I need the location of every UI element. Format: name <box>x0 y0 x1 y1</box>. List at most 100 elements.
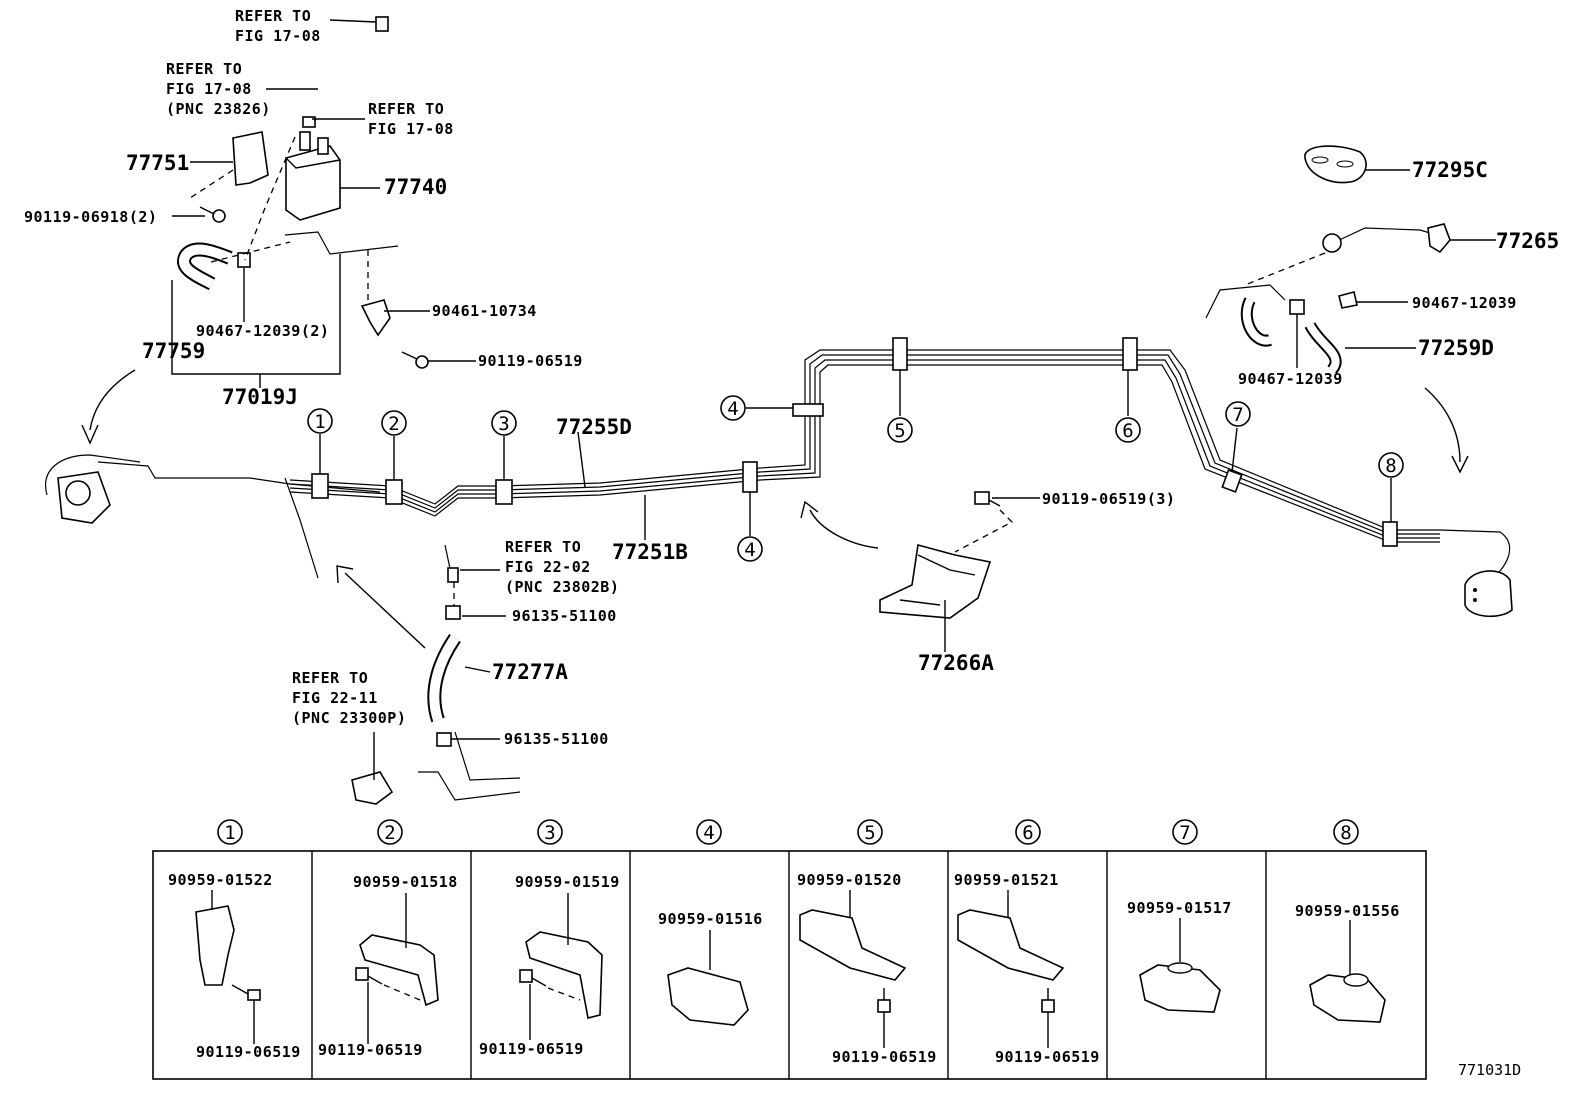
legend-7-top: 90959-01517 <box>1127 899 1232 917</box>
svg-text:4: 4 <box>703 822 714 844</box>
clamp-4-icon <box>667 967 749 1026</box>
top-right-group <box>1205 145 1496 374</box>
svg-text:8: 8 <box>1385 455 1396 477</box>
ref5-line3: (PNC 23300P) <box>292 709 406 727</box>
bolt-icon-3 <box>519 969 547 987</box>
ref4-line1: REFER TO <box>505 538 581 556</box>
ref2-line3: (PNC 23826) <box>166 100 271 118</box>
marker-7: 7 <box>1225 401 1251 427</box>
legend-4-top: 90959-01516 <box>658 910 763 928</box>
svg-text:6: 6 <box>1122 420 1133 442</box>
marker-3: 3 <box>491 410 517 436</box>
svg-text:3: 3 <box>498 413 509 435</box>
part-77295c: 77295C <box>1412 158 1488 182</box>
ref3-line2: FIG 17-08 <box>368 120 454 138</box>
svg-text:8: 8 <box>1340 822 1351 844</box>
svg-text:2: 2 <box>384 822 395 844</box>
reference-labels: REFER TO FIG 17-08 REFER TO FIG 17-08 (P… <box>166 7 619 727</box>
marker-5: 5 <box>887 417 913 443</box>
legend-header-5: 5 <box>857 819 883 845</box>
clamp-2-icon <box>359 934 439 1007</box>
part-90467-12039-a: 90467-12039 <box>1412 294 1517 312</box>
legend-header-2: 2 <box>377 819 403 845</box>
part-77759: 77759 <box>142 339 205 363</box>
valve-77265-icon <box>1427 223 1451 254</box>
clip-90467-icon <box>237 252 251 268</box>
canister-77740-icon <box>285 116 341 221</box>
svg-text:1: 1 <box>224 822 235 844</box>
svg-text:4: 4 <box>744 539 755 561</box>
fuel-tank-connector-icon <box>1464 570 1513 618</box>
clamp-5-icon <box>799 909 907 981</box>
clamp-7-icon <box>1139 964 1221 1013</box>
legend-8-top: 90959-01556 <box>1295 902 1400 920</box>
part-77266a: 77266A <box>918 651 994 675</box>
marker-6: 6 <box>1115 417 1141 443</box>
connector-icon <box>447 567 459 583</box>
legend-3-top: 90959-01519 <box>515 873 620 891</box>
clamp-legend-table: 1 2 3 4 5 6 7 8 90959-01522 90119-06519 … <box>152 819 1427 1080</box>
svg-text:5: 5 <box>864 822 875 844</box>
marker-1: 1 <box>307 408 333 434</box>
legend-header-7: 7 <box>1172 819 1198 845</box>
pipe-bundle <box>289 349 1440 543</box>
part-77255d: 77255D <box>556 415 632 439</box>
legend-2-top: 90959-01518 <box>353 873 458 891</box>
ref5-line2: FIG 22-11 <box>292 689 378 707</box>
part-77019j: 77019J <box>222 385 298 409</box>
legend-header-1: 1 <box>217 819 243 845</box>
clamp-markers: 1 2 3 4 4 5 6 7 8 <box>307 395 1404 562</box>
svg-text:4: 4 <box>727 398 738 420</box>
part-90119-06918: 90119-06918(2) <box>24 208 157 226</box>
legend-header-3: 3 <box>537 819 563 845</box>
bracket-77266a-group <box>879 491 1040 652</box>
legend-6-top: 90959-01521 <box>954 871 1059 889</box>
pipe-joint-icon <box>1322 233 1342 253</box>
legend-5-bottom: 90119-06519 <box>832 1048 937 1066</box>
plug-77295c-icon <box>1304 145 1367 184</box>
clamp-1-icon <box>195 905 235 986</box>
clamp-6-icon <box>957 909 1065 981</box>
bolt-icon-2 <box>355 967 383 985</box>
part-77259d: 77259D <box>1418 336 1494 360</box>
svg-text:7: 7 <box>1179 822 1190 844</box>
ref3-line1: REFER TO <box>368 100 444 118</box>
part-90461-10734: 90461-10734 <box>432 302 537 320</box>
bolt-icon-5 <box>877 988 891 1013</box>
clip-90467-12039-icon <box>1289 299 1305 315</box>
legend-header-6: 6 <box>1015 819 1041 845</box>
legend-6-bottom: 90119-06519 <box>995 1048 1100 1066</box>
clip-96135-51100-icon-2 <box>436 732 452 747</box>
svg-text:1: 1 <box>314 411 325 433</box>
clamp-8-icon <box>1309 974 1386 1023</box>
marker-4a: 4 <box>720 395 746 421</box>
clamp-3-icon <box>525 931 603 1019</box>
ref4-line3: (PNC 23802B) <box>505 578 619 596</box>
part-90119-06519-3: 90119-06519(3) <box>1042 490 1175 508</box>
part-90467-12039-2: 90467-12039(2) <box>196 322 329 340</box>
part-77265: 77265 <box>1496 229 1559 253</box>
ref1-line1: REFER TO <box>235 7 311 25</box>
legend-5-top: 90959-01520 <box>797 871 902 889</box>
figure-id: 771031D <box>1458 1061 1521 1079</box>
part-77751: 77751 <box>126 151 189 175</box>
bolt-90119-06918-icon <box>199 206 226 223</box>
ref2-line1: REFER TO <box>166 60 242 78</box>
marker-8: 8 <box>1378 452 1404 478</box>
ref5-line1: REFER TO <box>292 669 368 687</box>
bracket-77751-icon <box>232 131 269 186</box>
part-77251b: 77251B <box>612 540 688 564</box>
legend-header-8: 8 <box>1333 819 1359 845</box>
legend-3-bottom: 90119-06519 <box>479 1040 584 1058</box>
fuel-pump-connector-icon <box>45 454 141 524</box>
svg-text:5: 5 <box>894 420 905 442</box>
fuel-line-assembly <box>45 337 1513 649</box>
bolt-icon <box>231 984 261 1001</box>
ref1-line2: FIG 17-08 <box>235 27 321 45</box>
bolt-90119-06519-icon <box>401 351 429 369</box>
clip-90467-12039-icon-2 <box>1338 291 1358 309</box>
hose-connector-icon <box>375 16 389 32</box>
legend-1-top: 90959-01522 <box>168 871 273 889</box>
ref2-line2: FIG 17-08 <box>166 80 252 98</box>
